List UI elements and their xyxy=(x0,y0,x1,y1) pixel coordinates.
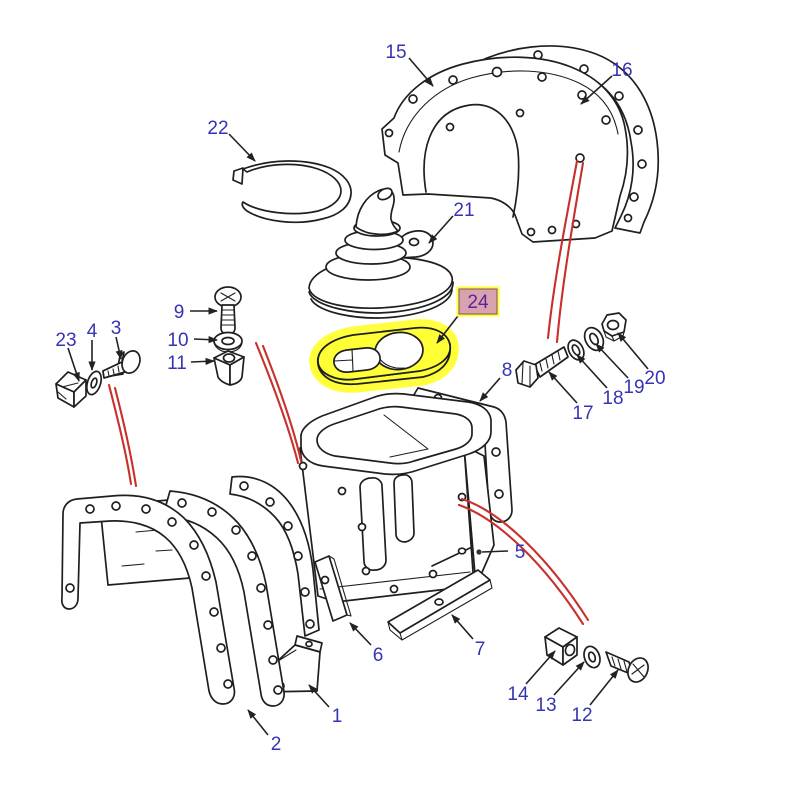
part-4-washer xyxy=(85,370,103,396)
part-24-highlighted-plate xyxy=(309,319,459,393)
callout-15[interactable]: 15 xyxy=(385,42,406,63)
leader-21 xyxy=(428,215,454,244)
part-10-washer xyxy=(213,331,243,353)
leader-12 xyxy=(589,669,619,706)
leader-23 xyxy=(67,347,80,382)
callout-6[interactable]: 6 xyxy=(373,645,384,666)
part-18-spring-washer xyxy=(567,339,585,361)
callout-10[interactable]: 10 xyxy=(167,330,188,351)
callout-13[interactable]: 13 xyxy=(535,695,556,716)
callout-9[interactable]: 9 xyxy=(174,302,185,323)
leader-14 xyxy=(525,650,556,685)
part-9-screw xyxy=(214,286,242,335)
callout-3[interactable]: 3 xyxy=(111,318,122,339)
callout-16[interactable]: 16 xyxy=(611,60,632,81)
leader-16 xyxy=(580,75,613,105)
leader-2 xyxy=(247,709,269,736)
leader-1 xyxy=(308,684,330,708)
leader-19 xyxy=(595,343,629,379)
callout-21[interactable]: 21 xyxy=(453,200,474,221)
leader-3 xyxy=(115,336,123,360)
leader-8 xyxy=(479,377,501,402)
part-22-retaining-clip xyxy=(232,160,352,224)
callout-20[interactable]: 20 xyxy=(644,368,665,389)
part-12-screw xyxy=(605,651,649,683)
callout-12[interactable]: 12 xyxy=(571,705,592,726)
callout-17[interactable]: 17 xyxy=(572,403,593,424)
part-23-nut xyxy=(55,371,87,408)
callout-23[interactable]: 23 xyxy=(55,330,76,351)
leader-10 xyxy=(193,336,218,344)
part-13-washer xyxy=(583,645,601,669)
part-17-bolt xyxy=(515,346,569,388)
callout-8[interactable]: 8 xyxy=(502,360,513,381)
leader-5 xyxy=(476,549,509,555)
leader-6 xyxy=(349,622,372,646)
red-leader-left xyxy=(107,383,133,486)
leader-15 xyxy=(408,57,434,87)
callout-24-text: 24 xyxy=(467,292,489,313)
leader-13 xyxy=(553,661,585,696)
red-leader-top-right xyxy=(546,159,579,340)
callout-1[interactable]: 1 xyxy=(332,706,343,727)
part-11-captive-nut xyxy=(213,350,245,386)
leader-11 xyxy=(190,357,215,365)
part-6-packing-strip xyxy=(314,555,352,622)
callout-22[interactable]: 22 xyxy=(207,118,228,139)
leader-24 xyxy=(436,311,462,344)
part-2-panel-gasket xyxy=(60,494,236,705)
callout-14[interactable]: 14 xyxy=(507,684,529,705)
red-leader-lines xyxy=(107,159,590,626)
leader-22 xyxy=(228,133,256,162)
part-3-bolt xyxy=(102,350,141,379)
leader-20 xyxy=(617,332,649,370)
callout-18[interactable]: 18 xyxy=(602,388,623,409)
callout-4[interactable]: 4 xyxy=(87,321,98,342)
part-7-packing-strip xyxy=(387,569,493,641)
callout-leader-lines xyxy=(67,57,649,736)
leader-18 xyxy=(576,354,608,389)
callout-7[interactable]: 7 xyxy=(475,639,486,660)
red-leader-bottom-right xyxy=(460,497,590,622)
leader-17 xyxy=(548,371,578,404)
callout-5[interactable]: 5 xyxy=(515,542,526,563)
part-14-captive-nut xyxy=(544,627,578,666)
callout-labels: 15 16 22 21 9 10 11 23 4 3 24 8 17 18 19… xyxy=(55,42,665,755)
callout-19[interactable]: 19 xyxy=(623,377,644,398)
part-5-tunnel-box xyxy=(298,392,495,603)
callout-2[interactable]: 2 xyxy=(271,734,282,755)
leader-7 xyxy=(451,614,474,640)
callout-11[interactable]: 11 xyxy=(167,353,187,374)
part-20-nut xyxy=(601,312,627,342)
part-15-tunnel-cover xyxy=(381,56,629,243)
red-leader-center xyxy=(254,341,300,465)
callout-24-highlighted[interactable]: 24 xyxy=(456,286,500,317)
part-21-gear-lever-gaiter xyxy=(308,187,454,319)
